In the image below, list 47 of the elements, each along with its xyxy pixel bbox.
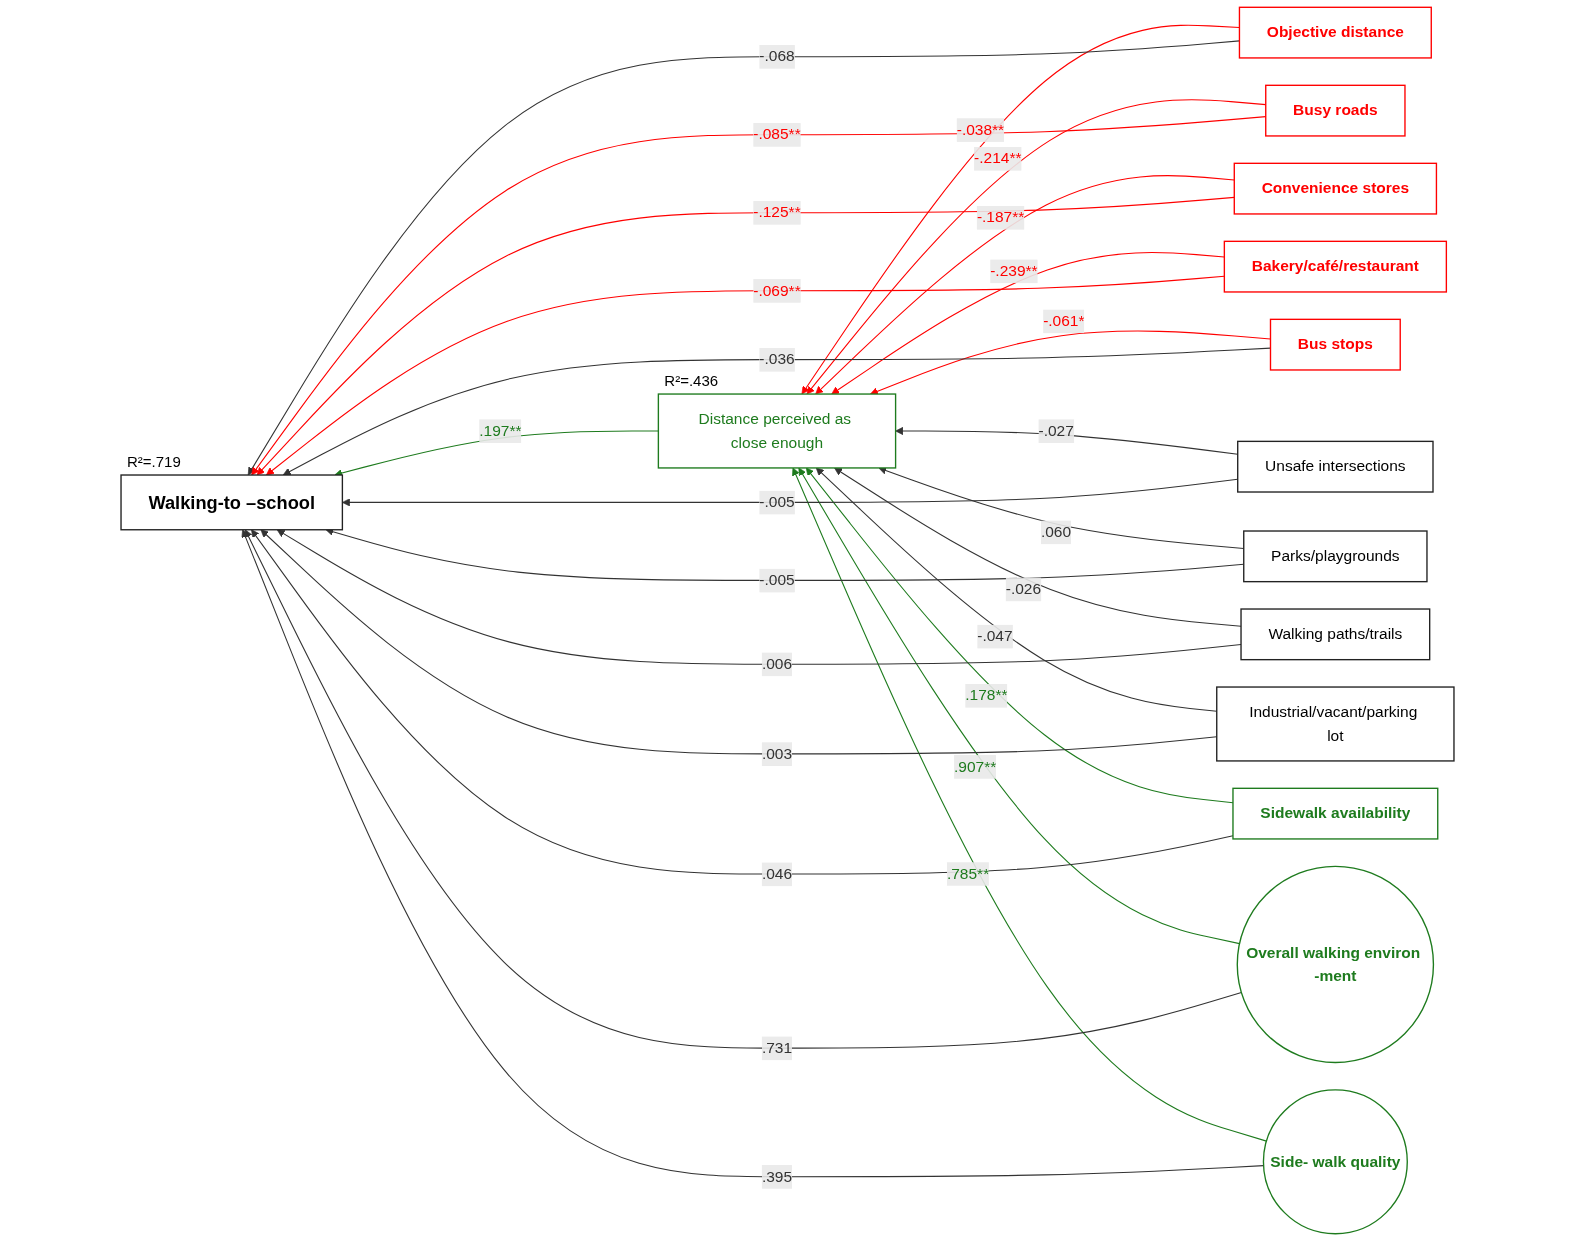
edge-label: .197** — [479, 422, 522, 440]
edge-label: -.085** — [753, 125, 801, 144]
node-box: Unsafe intersections — [1237, 440, 1434, 493]
arrow — [801, 24, 1240, 395]
edge-label: -.239** — [990, 262, 1038, 280]
edge-label: -.036 — [759, 350, 795, 369]
arrow — [276, 529, 1242, 665]
edge-label: .907** — [954, 757, 997, 776]
edge-label: .060 — [1040, 523, 1072, 541]
node-box: Sidewalk availability — [1232, 787, 1439, 840]
edge-label: -.026 — [1005, 580, 1042, 598]
edge-label: -.047 — [977, 627, 1013, 645]
node-box: Walking paths/trails — [1240, 608, 1431, 661]
arrow — [792, 467, 1267, 1142]
edge-label: -.005 — [759, 571, 795, 589]
edge-label: -.027 — [1038, 422, 1074, 440]
edge-label: -.061* — [1043, 312, 1085, 330]
edge-label: .785** — [946, 864, 990, 883]
edge-label: -.187** — [976, 208, 1025, 227]
node-box: Bakery/café/restaurant — [1223, 240, 1448, 293]
arrow — [815, 175, 1235, 395]
node-box: Objective distance — [1238, 6, 1432, 59]
arrow — [831, 252, 1225, 395]
edge-label: .395 — [761, 1167, 793, 1186]
node-circle: Side- walk quality — [1262, 1089, 1408, 1235]
edge-label: -.038** — [956, 120, 1005, 139]
node-box: Convenience stores — [1233, 162, 1438, 215]
edge-label: .006 — [761, 655, 793, 673]
arrow — [798, 467, 1241, 945]
node-box: Distance perceived as close enough — [657, 393, 897, 469]
node-box: Busy roads — [1265, 84, 1406, 137]
arrow — [244, 529, 1242, 1049]
node-box: Walking-to –school — [120, 474, 344, 531]
arrow — [834, 467, 1242, 627]
edge-label: -.125** — [753, 203, 801, 222]
edge-label: .178** — [965, 686, 1008, 704]
edge-label: -.068 — [759, 47, 795, 66]
node-box: Bus stops — [1269, 318, 1401, 371]
edge-label: .731 — [761, 1039, 793, 1057]
node-box: Industrial/vacant/parking lot — [1216, 686, 1455, 762]
node-box: Parks/playgrounds — [1243, 530, 1428, 583]
edge-label: -.005 — [759, 493, 795, 511]
edge-label: -.214** — [974, 149, 1022, 168]
edge-label: -.069** — [753, 281, 801, 300]
edge-label: .003 — [761, 744, 793, 763]
edge-label: .046 — [761, 865, 793, 883]
node-circle: Overall walking environ -ment — [1236, 865, 1435, 1064]
